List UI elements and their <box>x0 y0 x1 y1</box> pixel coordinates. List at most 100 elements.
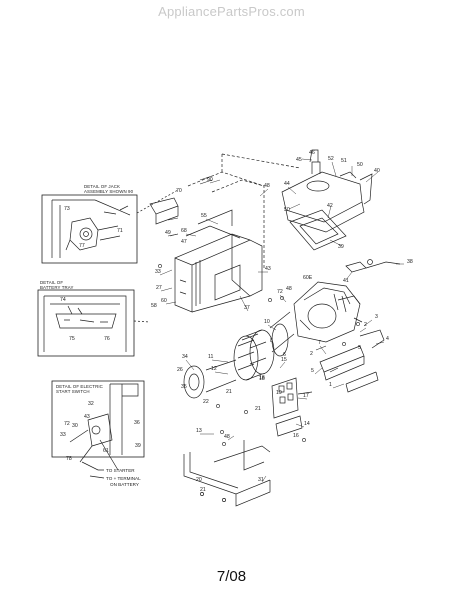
part-callout-35: 35 <box>181 384 187 390</box>
part-callout-73: 73 <box>64 206 70 212</box>
part-callout-75: 75 <box>69 336 75 342</box>
note-to-starter: TO STARTER <box>106 468 135 473</box>
part-callout-37: 37 <box>244 305 250 311</box>
hardware <box>158 175 360 446</box>
part-callout-71: 71 <box>117 228 123 234</box>
through-bolts <box>205 359 237 393</box>
part-callout-68: 68 <box>181 228 187 234</box>
muffler-bracket <box>359 329 385 349</box>
battery <box>149 197 179 225</box>
part-callout-43: 43 <box>265 266 271 272</box>
part-callout-49: 49 <box>165 230 171 236</box>
part-callout-5: 5 <box>358 345 361 351</box>
part-callout-72: 72 <box>64 421 70 427</box>
note-to-terminal-line2: ON BATTERY <box>110 482 139 487</box>
part-callout-17: 17 <box>303 393 309 399</box>
part-callout-55: 55 <box>201 213 207 219</box>
part-callout-76: 76 <box>104 336 110 342</box>
engine <box>293 281 363 343</box>
tank-strap <box>359 173 373 205</box>
control-panel <box>271 377 313 419</box>
muffler <box>319 345 379 393</box>
part-callout-22: 22 <box>203 399 209 405</box>
part-callout-60E: 60E <box>303 275 313 281</box>
part-callout-60: 60 <box>161 298 167 304</box>
part-callout-48: 48 <box>264 183 270 189</box>
detail-title-switch-line1: DETAIL OF ELECTRIC <box>56 384 103 389</box>
part-callout-51: 51 <box>341 158 347 164</box>
part-callout-39: 39 <box>338 244 344 250</box>
wiring-notes: TO STARTER TO + TERMINAL ON BATTERY <box>81 461 141 487</box>
part-callout-4: 4 <box>386 336 389 342</box>
leader-jack <box>136 189 179 214</box>
detail-box-battery-tray: DETAIL OF BATTERY TRAY <box>37 280 135 357</box>
part-callout-50: 50 <box>357 162 363 168</box>
part-callout-1: 1 <box>329 382 332 388</box>
part-callout-7: 7 <box>318 340 321 346</box>
part-callout-14: 14 <box>304 421 310 427</box>
support-leg <box>243 440 265 471</box>
part-callout-41: 41 <box>343 278 349 284</box>
part-callout-50: 50 <box>284 207 290 213</box>
part-callout-2: 2 <box>364 322 367 328</box>
detail-title-jack-line1: DETAIL OF JACK <box>84 184 120 189</box>
part-callout-2: 2 <box>310 351 313 357</box>
part-callout-10: 10 <box>264 319 270 325</box>
part-callout-6: 6 <box>283 352 286 358</box>
part-callout-20: 20 <box>196 477 202 483</box>
part-callout-58: 58 <box>151 303 157 309</box>
fuel-cap <box>309 149 319 163</box>
part-callout-70: 70 <box>176 188 182 194</box>
part-callout-77: 77 <box>79 243 85 249</box>
part-callout-61: 61 <box>103 448 109 454</box>
part-callout-32: 32 <box>88 401 94 407</box>
part-callout-33: 33 <box>155 269 161 275</box>
part-callout-40: 40 <box>374 168 380 174</box>
part-callout-5: 5 <box>311 368 314 374</box>
alternator-stator <box>233 329 275 381</box>
part-callout-74: 74 <box>60 297 66 303</box>
part-callout-12: 12 <box>211 366 217 372</box>
detail-title-battery-line1: DETAIL OF <box>40 280 63 285</box>
part-callout-72: 72 <box>277 289 283 295</box>
frame-assembly <box>174 209 263 313</box>
part-callout-16: 16 <box>259 375 265 381</box>
part-callout-52: 52 <box>328 156 334 162</box>
part-callout-90: 90 <box>207 177 213 183</box>
part-callout-47: 47 <box>181 239 187 245</box>
part-callout-48: 48 <box>224 434 230 440</box>
part-callout-44: 44 <box>284 181 290 187</box>
rubber-foot <box>275 415 303 437</box>
part-callout-34: 34 <box>182 354 188 360</box>
part-callout-13: 13 <box>196 428 202 434</box>
fuel-tank <box>281 161 365 233</box>
part-callout-21: 21 <box>255 406 261 412</box>
part-callout-43: 43 <box>84 414 90 420</box>
part-callout-46: 46 <box>309 150 315 156</box>
page-date: 7/08 <box>216 568 247 585</box>
fuel-valve <box>345 259 401 273</box>
part-callout-31: 31 <box>258 477 264 483</box>
end-bell <box>183 365 205 399</box>
part-callout-33: 33 <box>60 432 66 438</box>
fuel-tank-shield <box>289 209 347 251</box>
part-callout-3: 3 <box>375 314 378 320</box>
part-callout-30: 30 <box>72 423 78 429</box>
part-callout-11: 11 <box>208 354 213 360</box>
adapter-plate <box>271 323 289 357</box>
note-to-terminal-line1: TO + TERMINAL <box>106 476 141 481</box>
part-callout-42: 42 <box>327 203 333 209</box>
part-callout-78: 78 <box>66 456 72 462</box>
part-callout-27: 27 <box>156 285 162 291</box>
part-callout-39: 39 <box>135 443 141 449</box>
part-callout-15: 15 <box>281 357 287 363</box>
detail-title-battery-line2: BATTERY TRAY <box>40 285 74 290</box>
part-callout-16: 16 <box>293 433 299 439</box>
callout-leaders <box>159 158 404 483</box>
part-callout-18: 18 <box>259 376 265 382</box>
part-callout-8: 8 <box>270 338 273 344</box>
part-callout-45: 45 <box>296 157 302 163</box>
detail-box-electric-start-switch: DETAIL OF ELECTRIC START SWITCH <box>51 380 145 471</box>
